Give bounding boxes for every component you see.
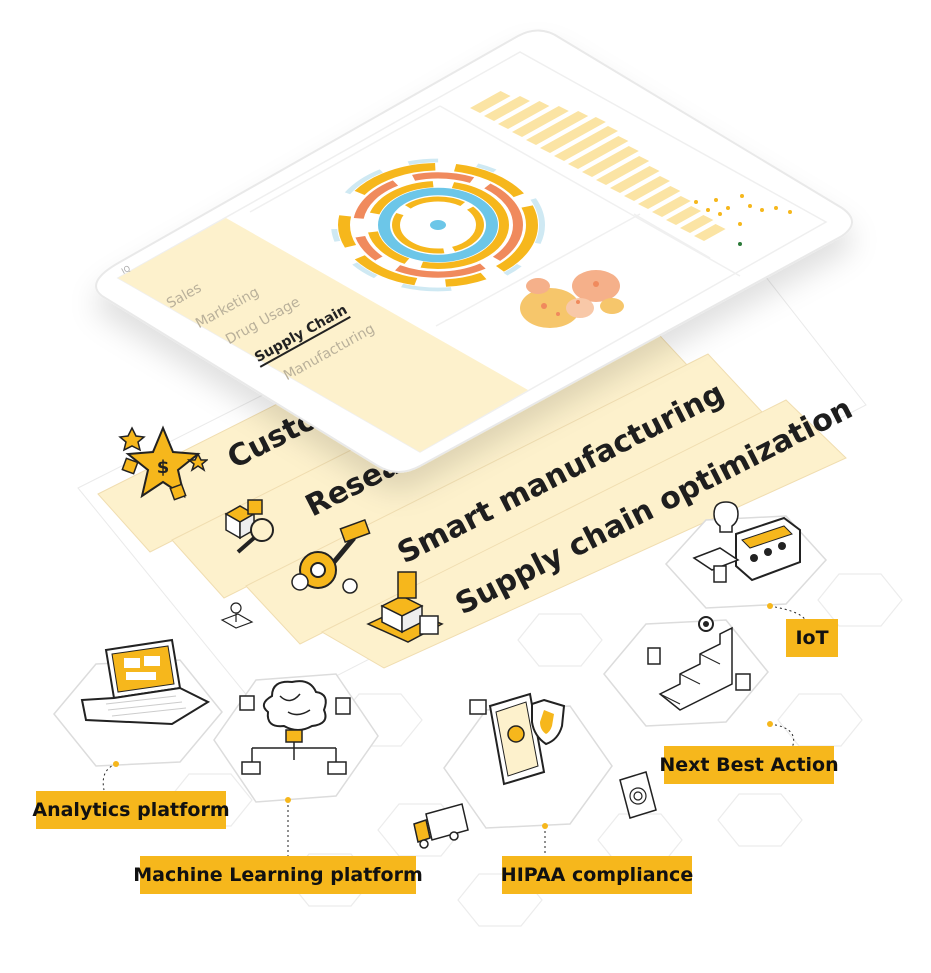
tablet-bar xyxy=(498,101,550,129)
tablet-bar xyxy=(582,146,639,177)
tablet-scatter-plot xyxy=(694,194,792,246)
strip-4 xyxy=(320,399,847,669)
label-machine-learning-platform: Machine Learning platform xyxy=(133,856,423,894)
tablet-bar xyxy=(596,156,650,185)
lightbulb-radio-icon xyxy=(692,501,801,583)
magnifier-blocks-icon xyxy=(224,499,274,554)
fingerprint-phone-icon xyxy=(619,771,657,819)
tablet-bar xyxy=(666,206,702,225)
label-analytics-platform: Analytics platform xyxy=(32,791,230,829)
truck-icon xyxy=(413,803,469,849)
stairs-target-icon xyxy=(647,616,751,711)
svg-text:$: $ xyxy=(157,457,170,478)
label-hipaa-compliance: HIPAA compliance xyxy=(501,856,693,894)
tablet-bar xyxy=(680,215,714,233)
phone-shield-icon xyxy=(469,692,566,786)
tablet-bar xyxy=(470,91,511,113)
tablet-bar xyxy=(638,186,681,209)
tablet-bar xyxy=(540,117,606,153)
brain-network-icon xyxy=(239,680,351,775)
clipboard-icon xyxy=(220,602,254,629)
tablet-bar xyxy=(484,96,530,121)
label-iot: IoT xyxy=(786,619,838,657)
pallet-boxes-icon xyxy=(366,571,444,643)
tablet-radial-chart xyxy=(331,158,545,292)
tablet-bar xyxy=(652,196,691,217)
laptop-dashboard-icon xyxy=(80,638,211,726)
tablet-bar xyxy=(554,126,618,161)
tablet-bubble-chart xyxy=(520,270,624,328)
dollar-star-icon: $ xyxy=(118,425,208,501)
tablet-bar xyxy=(568,136,629,169)
tablet-bar xyxy=(694,224,726,241)
tablet-bar xyxy=(526,111,589,145)
tablet-bar xyxy=(624,176,670,201)
tablet-bar xyxy=(610,166,660,193)
label-next-best-action: Next Best Action xyxy=(659,746,839,784)
robot-arm-gears-icon xyxy=(291,519,371,594)
tablet-bar xyxy=(512,106,569,137)
side-nav-panel xyxy=(118,218,528,452)
